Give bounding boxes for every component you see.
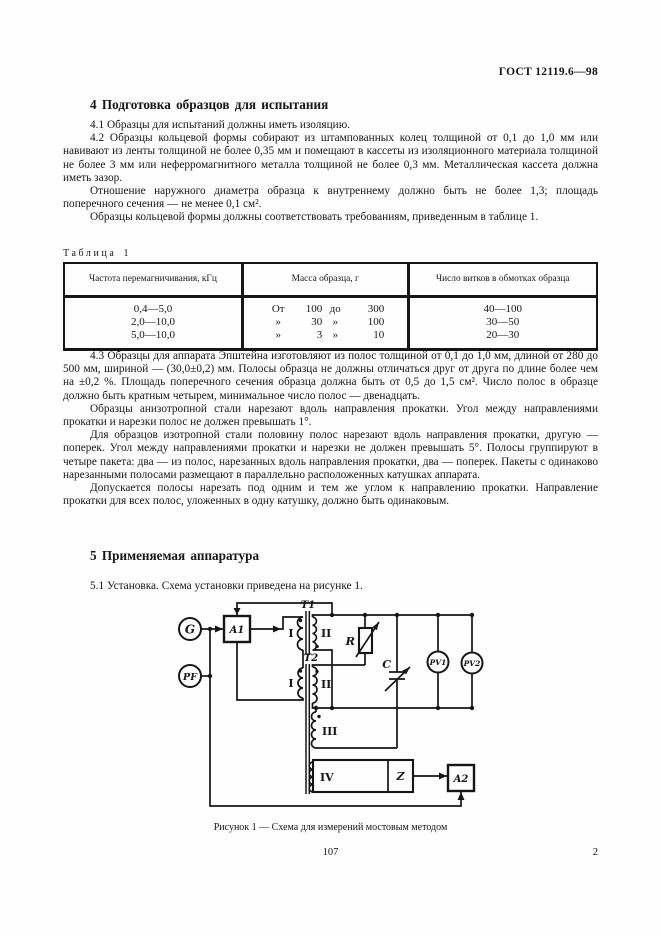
paragraph-isotropic: Для образцов изотропной стали половину п…	[63, 429, 598, 481]
transformer-t1: T1 I II	[288, 600, 331, 655]
table-row: 2,0—10,0 » 30 » 100 30—50	[64, 316, 597, 330]
table-row: 0,4—5,0 От 100 до 300 40—100	[64, 296, 597, 317]
mass-num: 3	[316, 329, 323, 342]
paragraph-4-1: 4.1 Образцы для испытаний должны иметь и…	[90, 119, 350, 131]
amplifier-a1: A1	[222, 614, 252, 644]
mass-word: »	[275, 329, 281, 342]
amplifier-a2: A2	[446, 763, 476, 793]
arrow-z-to-a2	[439, 772, 447, 780]
mass-word: »	[275, 316, 281, 329]
table1-wrap: Частота перемагничивания, кГц Масса обра…	[63, 262, 598, 351]
capacitor-label: C	[382, 658, 391, 671]
polarity-dot	[298, 618, 303, 623]
voltmeter-pv2-label: PV2	[463, 659, 481, 668]
voltmeter-pv1: PV1	[426, 650, 450, 674]
t1-winding1-label: I	[288, 627, 293, 640]
generator-label: G	[185, 623, 195, 637]
cell-frequency: 2,0—10,0	[130, 316, 175, 329]
arrow-into-a2-bottom	[457, 792, 465, 800]
table1-label-word: Таблица	[63, 248, 117, 259]
figure1-caption: Рисунок 1 — Схема для измерений мостовым…	[213, 822, 448, 833]
impedance-label: Z	[395, 770, 405, 783]
mass-word: до	[329, 303, 341, 315]
cell-frequency: 5,0—10,0	[130, 329, 175, 342]
cell-mass: От 100 до 300	[240, 296, 409, 317]
polarity-dot	[315, 669, 319, 674]
voltmeter-pv1-label: PV1	[429, 658, 447, 667]
mass-num: 300	[367, 303, 385, 315]
page-number-center: 107	[322, 847, 339, 858]
arrow-a1-output	[273, 625, 281, 633]
col-header-frequency: Частота перемагничивания, кГц	[64, 263, 243, 298]
paragraph-ratio: Отношение наружного диаметра образца к в…	[63, 185, 598, 211]
cell-turns: 30—50	[406, 316, 597, 330]
variable-resistor-r: R	[344, 621, 380, 658]
amplifier-a2-label: A2	[453, 774, 469, 785]
amplifier-a1-label: A1	[229, 625, 245, 636]
table1-label-number: 1	[123, 248, 129, 259]
t2-winding1-label: I	[288, 677, 293, 690]
mass-num: 100	[305, 303, 323, 315]
polarity-dot	[315, 644, 319, 649]
cell-turns: 40—100	[406, 296, 597, 317]
frequency-meter-symbol: PF	[178, 664, 202, 688]
arrow-into-a1	[215, 625, 223, 633]
transformer-t2: T2 I II III	[288, 653, 337, 794]
mass-word: »	[332, 316, 338, 329]
mass-num: 100	[367, 316, 385, 329]
polarity-dot	[317, 714, 321, 719]
paragraph-anisotropic: Образцы анизотропной стали нарезают вдол…	[63, 402, 598, 429]
generator-symbol: G	[178, 617, 202, 641]
arrow-feedback-down	[233, 608, 241, 615]
t1-winding2-label: II	[321, 627, 331, 640]
t2-winding2-label: II	[321, 678, 331, 691]
voltmeter-pv2: PV2	[460, 651, 484, 675]
paragraph-ring-req: Образцы кольцевой формы должны соответст…	[90, 211, 539, 224]
section4-text-block-b: 4.3 Образцы для аппарата Эпштейна изгото…	[63, 350, 598, 508]
section5-heading: 5 Применяемая аппаратура	[90, 548, 260, 563]
cell-mass: » 3 » 10	[240, 329, 409, 350]
col-header-turns: Число витков в обмотках образца	[406, 263, 597, 298]
variable-capacitor-c: C	[382, 658, 411, 692]
paragraph-5-1: 5.1 Установка. Схема установки приведена…	[90, 580, 363, 592]
paragraph-4-3: 4.3 Образцы для аппарата Эпштейна изгото…	[63, 350, 598, 402]
sample-winding-box: IV Z	[311, 758, 415, 794]
polarity-dot	[298, 669, 303, 673]
mass-num: 30	[311, 316, 323, 329]
frequency-meter-label: PF	[182, 672, 198, 683]
section4-heading: 4 Подготовка образцов для испытания	[90, 97, 329, 112]
standard-number: ГОСТ 12119.6—98	[498, 66, 598, 78]
cell-frequency: 0,4—5,0	[133, 303, 173, 315]
page-number-right: 2	[592, 847, 598, 858]
mass-num: 10	[373, 329, 385, 342]
table1: Частота перемагничивания, кГц Масса обра…	[63, 262, 598, 351]
figure1-circuit-diagram: G PF A1 T1 I II	[178, 600, 484, 807]
paragraph-allowed: Допускается полосы нарезать под одним и …	[63, 482, 598, 508]
t1-label: T1	[301, 600, 315, 611]
mass-word: От	[271, 303, 285, 315]
t2-label: T2	[304, 653, 318, 664]
section4-text-block-a: 4.1 Образцы для испытаний должны иметь и…	[63, 119, 598, 225]
table1-header-row: Частота перемагничивания, кГц Масса обра…	[64, 263, 597, 298]
table-row: 5,0—10,0 » 3 » 10 20—30	[64, 329, 597, 350]
table1-label: Таблица 1	[63, 248, 128, 259]
mass-word: »	[332, 329, 338, 342]
cell-turns: 20—30	[406, 329, 597, 350]
paragraph-4-2: 4.2 Образцы кольцевой формы собирают из …	[63, 132, 598, 184]
col-header-mass: Масса образца, г	[240, 263, 409, 298]
circuit-wires	[201, 602, 475, 807]
winding4-label: IV	[320, 771, 334, 784]
cell-mass: » 30 » 100	[240, 316, 409, 330]
resistor-label: R	[344, 634, 355, 648]
winding3-label: III	[322, 725, 337, 738]
